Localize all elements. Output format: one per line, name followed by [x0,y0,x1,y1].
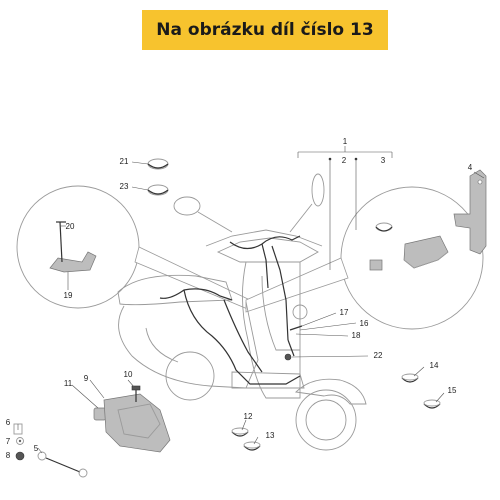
terminal-part-22 [284,353,292,361]
callout-11: 11 [64,379,73,388]
seat-icon [117,274,233,306]
callout-17: 17 [340,308,349,317]
callout-12: 12 [244,412,253,421]
callout-23: 23 [120,182,129,191]
control-unit-part-3 [403,235,449,269]
ground-cable-part-5 [37,451,88,478]
callout-1: 1 [343,137,348,146]
cable-tie-part-12 [231,427,249,437]
callout-numbers: 1 2 3 4 5 6 7 8 9 10 11 12 13 14 15 16 1… [6,137,473,460]
callout-15: 15 [448,386,457,395]
scooter-outline [117,173,367,451]
cable-tie-part-14 [401,373,419,383]
callout-7: 7 [6,437,11,446]
washer-part-7 [16,437,24,445]
clip-part-23 [147,184,169,196]
bracket-part-4 [453,169,487,255]
banner-title: Na obrázku díl číslo 13 [156,20,374,40]
callout-10: 10 [124,370,133,379]
screw-part-20 [59,221,63,263]
left-mirror-icon [173,196,201,216]
callout-5: 5 [34,444,39,453]
callout-3: 3 [381,156,386,165]
right-detail-circle [245,186,484,330]
connector-part-3 [369,259,383,271]
callout-2: 2 [342,156,347,165]
wiring-harness-part-1 [159,235,303,385]
callout-22: 22 [374,351,383,360]
nut-part-8 [15,451,25,461]
callout-16: 16 [360,319,369,328]
callout-20: 20 [66,222,75,231]
part-number-banner: Na obrázku díl číslo 13 [142,10,388,50]
right-mirror-icon [311,173,325,207]
callout-13: 13 [266,431,275,440]
grommet-part-11 [93,407,107,421]
callout-6: 6 [6,418,11,427]
callout-18: 18 [352,331,361,340]
bracket-part-19 [49,251,97,273]
cable-tie-part-15 [423,399,441,409]
callout-8: 8 [6,451,11,460]
front-wheel-icon [295,389,357,451]
callout-4: 4 [468,163,473,172]
left-detail-circle [16,185,251,311]
callout-bracket-1 [297,146,393,270]
shield-part-9 [103,393,171,453]
callout-14: 14 [430,361,439,370]
cable-tie-part-13 [243,441,261,451]
leader-lines [17,161,485,454]
clip-part-2 [375,222,393,232]
callout-9: 9 [84,374,89,383]
clip-part-21 [147,158,169,170]
callout-19: 19 [64,291,73,300]
callout-21: 21 [120,157,129,166]
rear-wheel-icon [165,351,215,401]
